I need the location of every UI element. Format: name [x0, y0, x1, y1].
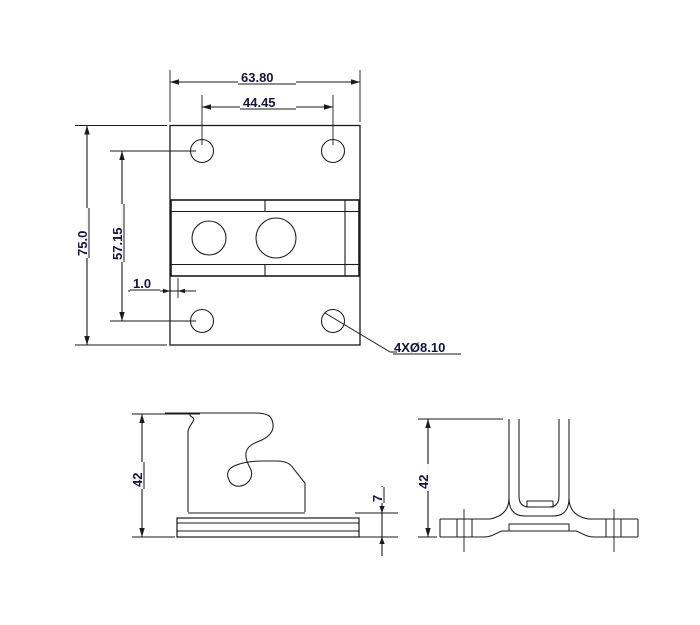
dim-overall-width: [169, 70, 361, 122]
top-view-center-bore-left: [191, 220, 227, 256]
arrow-right-63: [351, 79, 360, 85]
dim-edge-offset: [128, 278, 196, 298]
front-view-fillet-right: [568, 497, 589, 520]
arrow-left-44: [202, 104, 211, 110]
arrow-bottom-57: [119, 312, 125, 321]
dim-front-height: [418, 418, 503, 538]
arrow-top-75: [84, 125, 90, 135]
top-view-plate-outline: [169, 124, 361, 346]
dim-overall-height: [75, 125, 167, 346]
arrow-top-57: [119, 151, 125, 160]
front-view-center-slot: [508, 523, 570, 532]
arrow-top-7: [379, 506, 385, 513]
arrow-right-44: [324, 104, 333, 110]
dim-hole-spacing-vertical: [110, 150, 196, 322]
leader-diagonal: [324, 312, 391, 353]
side-view-base-plate: [176, 517, 360, 538]
side-view: [165, 412, 360, 538]
dim-edge-offset-text: 1.0: [133, 276, 151, 291]
arrow-left-63: [170, 79, 179, 85]
front-view-fillet-left: [489, 497, 510, 520]
hole-callout-leader: [324, 312, 461, 355]
dim-overall-height-text: 75.0: [75, 231, 90, 256]
dim-hole-spacing-horizontal-text: 44.45: [243, 95, 276, 110]
arrow-bottom-75: [84, 336, 90, 345]
dim-hole-spacing-horizontal: [201, 95, 334, 145]
arrow-bottom-42b: [425, 528, 431, 537]
dim-hole-spacing-vertical-text: 57.15: [110, 227, 125, 260]
front-view-channel-tab: [526, 500, 554, 508]
dim-front-height-text: 42: [416, 475, 431, 489]
hole-callout-text: 4XØ8.10: [394, 340, 445, 355]
arrow-bottom-7: [379, 537, 385, 544]
front-view-channel-outer: [508, 419, 570, 517]
arrow-top-42b: [425, 419, 431, 428]
dim-side-height: [132, 413, 200, 538]
top-view-center-bore-right: [255, 217, 297, 259]
side-view-hook-profile: [185, 412, 306, 512]
mounting-hole-bottom-right: [320, 308, 346, 334]
front-view: [439, 419, 639, 552]
dim-base-thickness: [355, 486, 398, 556]
arrow-top-42a: [139, 414, 145, 423]
dim-overall-width-text: 63.80: [241, 70, 274, 85]
arrow-bottom-42a: [139, 528, 145, 537]
dim-base-thickness-text: 7: [370, 495, 385, 502]
dim-side-height-text: 42: [130, 473, 145, 487]
arrow-1-right: [178, 288, 185, 294]
arrow-1-left: [163, 288, 170, 294]
